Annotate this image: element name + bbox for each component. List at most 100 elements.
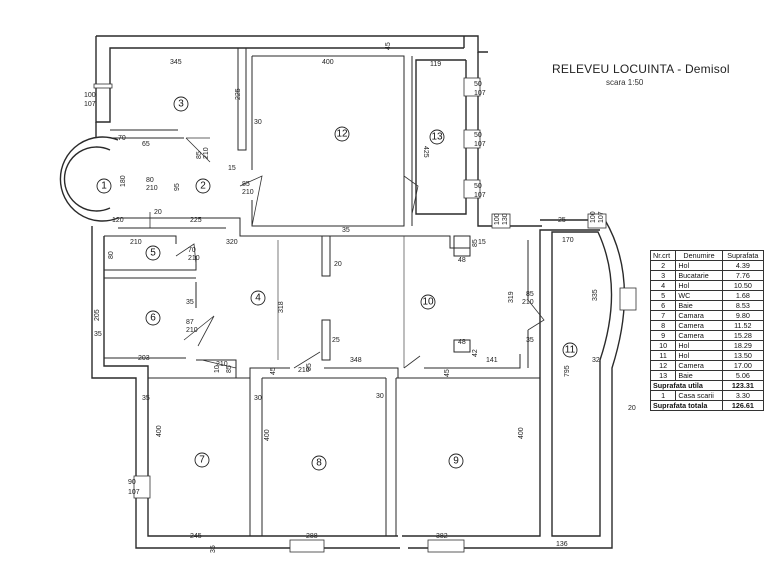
room-label-7: 7: [199, 455, 205, 466]
room-label-6: 6: [150, 313, 156, 324]
room-label-3: 3: [178, 99, 184, 110]
dim-label: 35: [94, 331, 102, 338]
dim-label: 107: [474, 90, 486, 97]
dim-label: 20: [628, 405, 636, 412]
header-denumire: Denumire: [675, 250, 723, 261]
dim-label: 210: [203, 147, 210, 159]
dim-label: 48: [458, 339, 466, 346]
row-area: 13.50: [721, 350, 765, 361]
dim-label: 130: [502, 213, 509, 225]
room-label-9: 9: [453, 456, 459, 467]
dim-label: 210: [186, 327, 198, 334]
row-name: Hol: [675, 280, 723, 291]
dim-label: 318: [278, 301, 285, 313]
dim-label: 85: [306, 363, 313, 371]
row-name: WC: [675, 290, 723, 301]
dim-label: 35: [142, 395, 150, 402]
dim-label: 32: [592, 357, 600, 364]
dim-label: 245: [190, 533, 202, 540]
inner-walls: [104, 48, 541, 536]
header-suprafata: Suprafata: [721, 250, 765, 261]
dim-label: 400: [156, 425, 163, 437]
header-nr: Nr.crt: [649, 250, 677, 261]
dim-label: 210: [130, 239, 142, 246]
dim-label: 425: [422, 146, 429, 158]
row-name: Hol: [675, 260, 723, 271]
dim-label: 107: [474, 192, 486, 199]
dim-label: 30: [376, 393, 384, 400]
dim-label: 87: [186, 319, 194, 326]
dim-label: 45: [270, 367, 277, 375]
dim-label: 795: [564, 365, 571, 377]
row-nr: 9: [649, 330, 677, 341]
dim-label: 85: [242, 181, 250, 188]
dim-label: 30: [254, 119, 262, 126]
dim-label: 107: [598, 211, 605, 223]
dim-label: 107: [84, 101, 96, 108]
row-area: 18.29: [721, 340, 765, 351]
dim-label: 382: [436, 533, 448, 540]
room-label-13: 13: [431, 132, 443, 143]
windows: [93, 77, 637, 553]
dim-label: 210: [522, 299, 534, 306]
scari-value: 3.30: [721, 390, 765, 401]
row-nr: 11: [649, 350, 677, 361]
dim-label: 10: [214, 365, 221, 373]
dim-label: 35: [342, 227, 350, 234]
dim-label: 100: [84, 92, 96, 99]
dim-label: 225: [190, 217, 202, 224]
row-name: Camera: [675, 330, 723, 341]
doors: [149, 137, 545, 369]
dim-label: 48: [458, 257, 466, 264]
plan-title: RELEVEU LOCUINTA - Demisol: [552, 62, 730, 76]
row-area: 7.76: [721, 270, 765, 281]
dim-label: 30: [254, 395, 262, 402]
dim-label: 100: [590, 211, 597, 223]
row-nr: 13: [649, 370, 677, 381]
dim-label: 80: [108, 251, 115, 259]
dim-label: 70: [118, 135, 126, 142]
row-area: 15.28: [721, 330, 765, 341]
dim-label: 400: [264, 429, 271, 441]
room-label-4: 4: [255, 293, 261, 304]
dim-label: 288: [306, 533, 318, 540]
dim-label: 35: [210, 545, 217, 553]
row-nr: 6: [649, 300, 677, 311]
row-name: Hol: [675, 350, 723, 361]
row-name: Hol: [675, 340, 723, 351]
dim-label: 203: [138, 355, 150, 362]
dim-label: 25: [558, 217, 566, 224]
dim-label: 119: [430, 61, 441, 68]
dim-label: 100: [494, 213, 501, 225]
row-area: 17.00: [721, 360, 765, 371]
plan-scale: scara 1:50: [606, 78, 644, 87]
row-area: 9.80: [721, 310, 765, 321]
totala-label: Suprafata totala: [650, 400, 723, 411]
row-nr: 4: [649, 280, 677, 291]
row-nr: 2: [649, 260, 677, 271]
dim-label: 15: [478, 239, 486, 246]
room-label-5: 5: [150, 248, 156, 259]
dim-label: 335: [592, 289, 599, 301]
room-label-11: 11: [565, 345, 576, 356]
dim-label: 45: [385, 42, 392, 50]
dim-label: 120: [112, 217, 124, 224]
outer-walls: [59, 35, 626, 549]
dim-label: 141: [486, 357, 498, 364]
row-nr: 3: [649, 270, 677, 281]
dim-label: 95: [174, 183, 181, 191]
dim-label: 90: [128, 479, 136, 486]
dim-label: 15: [228, 165, 236, 172]
dim-label: 85: [472, 239, 479, 247]
dim-label: 20: [154, 209, 162, 216]
row-nr: 12: [649, 360, 677, 371]
